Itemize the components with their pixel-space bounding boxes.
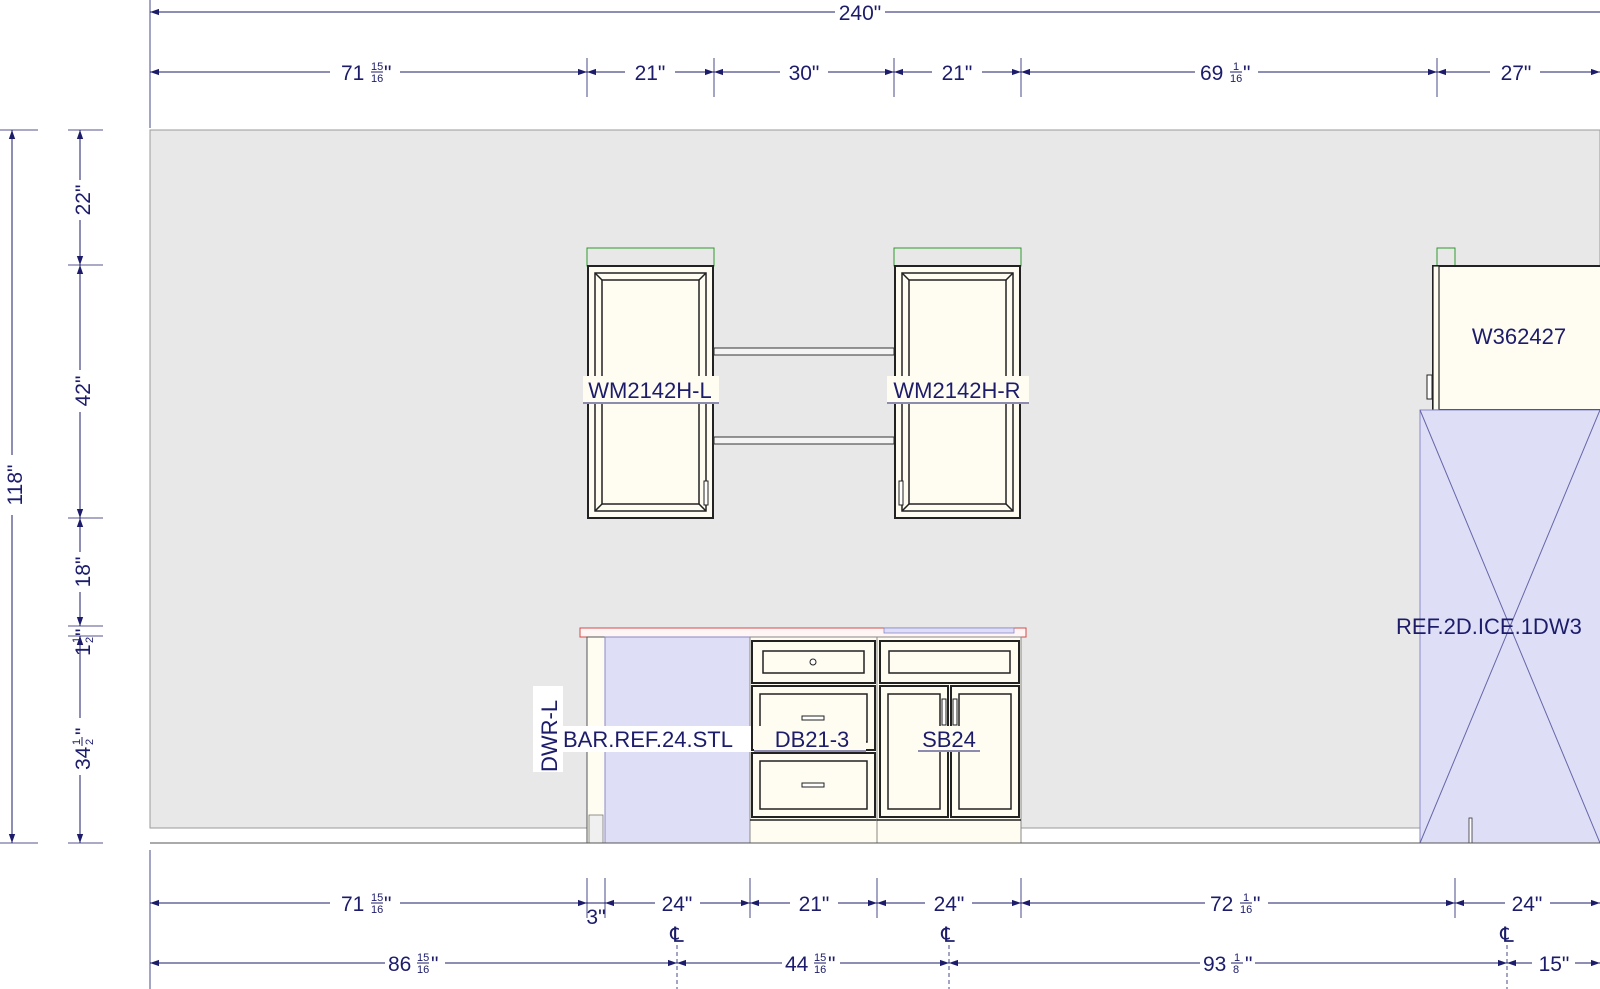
bottom-dim-2: 3"	[586, 906, 605, 929]
top-dim-1-den: 16	[371, 73, 383, 85]
bottom2-dim-2-den: 16	[814, 964, 826, 976]
left-dimension-column: 22" 42" 18" 1 1 2 " 34 1 2 "	[68, 129, 103, 844]
left-dim-5-den: 2	[84, 739, 96, 745]
refrigerator-label: REF.2D.ICE.1DW3	[1396, 614, 1582, 639]
bottom2-dim-3-whole: 93	[1203, 953, 1226, 976]
svg-text:": "	[828, 953, 835, 976]
bottom2-dim-4: 15"	[1539, 953, 1570, 976]
overall-width-dimension: 240"	[149, 0, 1600, 128]
bottom-dim-7: 24"	[1512, 893, 1543, 916]
sb-label-bg	[918, 726, 980, 752]
centerline-symbol-3: ℄	[1499, 924, 1514, 947]
bottom2-dim-1-num: 15	[417, 952, 429, 964]
bottom-dimension-row-1: 71 15 16 " 3" 24" 21" 24" 72 1 16 " 24" …	[150, 878, 1600, 947]
bottom-dim-1-den: 16	[371, 904, 383, 916]
wall-cabinet-left[interactable]: WM2142H-L	[583, 247, 719, 519]
db-label-bg	[754, 726, 866, 752]
left-dim-5-whole: 34	[72, 746, 95, 770]
top-dim-2: 21"	[635, 62, 666, 85]
svg-text:": "	[384, 62, 391, 85]
left-dim-1: 22"	[72, 185, 95, 216]
bottom2-dim-2-whole: 44	[785, 953, 809, 976]
bottom-dim-1-num: 15	[371, 892, 383, 904]
svg-text:": "	[431, 953, 438, 976]
bottom-dim-1-whole: 71	[341, 893, 364, 916]
bottom2-dim-2-num: 15	[814, 952, 826, 964]
top-dim-1-num: 15	[371, 61, 383, 73]
top-dim-6: 27"	[1501, 62, 1532, 85]
svg-text:": "	[72, 629, 95, 636]
centerline-symbol-1: ℄	[669, 924, 684, 947]
bottom2-dim-3-den: 8	[1233, 964, 1239, 976]
left-dim-4-num: 1	[71, 637, 83, 643]
top-dim-5-den: 16	[1230, 73, 1242, 85]
top-dim-5-whole: 69	[1200, 62, 1223, 85]
bottom2-dim-3-num: 1	[1234, 952, 1240, 964]
wall-cabinet-far-right-label: W362427	[1472, 324, 1566, 349]
top-dim-3: 30"	[789, 62, 820, 85]
bottom2-dim-1-whole: 86	[388, 953, 411, 976]
top-dim-4: 21"	[942, 62, 973, 85]
bottom-dim-6-num: 1	[1243, 892, 1249, 904]
refrigerator[interactable]: REF.2D.ICE.1DW3	[1396, 409, 1600, 844]
sb-label: SB24	[922, 727, 976, 752]
bottom-dim-3: 24"	[662, 893, 693, 916]
wall-cabinet-right[interactable]: WM2142H-R	[887, 247, 1029, 519]
dwr-label: DWR-L	[537, 700, 562, 772]
bottom-dim-4: 21"	[799, 893, 830, 916]
bar-ref-label: BAR.REF.24.STL	[563, 727, 733, 752]
overall-width-label: 240"	[839, 2, 882, 25]
wall-cabinet-left-label: WM2142H-L	[588, 378, 711, 403]
db-label: DB21-3	[775, 727, 850, 752]
overall-height-dimension: 118"	[0, 129, 38, 844]
bottom2-dim-1-den: 16	[417, 964, 429, 976]
bottom-dim-5: 24"	[934, 893, 965, 916]
wall-cabinet-right-label: WM2142H-R	[893, 378, 1020, 403]
left-dim-4-den: 2	[84, 637, 96, 643]
svg-text:": "	[1245, 953, 1252, 976]
svg-text:": "	[1243, 62, 1250, 85]
left-dim-2: 42"	[72, 376, 95, 407]
svg-text:": "	[72, 728, 95, 735]
bottom-dim-6-den: 16	[1240, 904, 1252, 916]
bar-ref-label-bg	[561, 726, 751, 752]
left-dim-5-num: 1	[71, 739, 83, 745]
overall-height-label: 118"	[4, 465, 27, 506]
dwr-label-box: DWR-L	[533, 686, 563, 772]
svg-text:": "	[384, 893, 391, 916]
top-dim-1-whole: 71	[341, 62, 364, 85]
centerline-symbol-2: ℄	[940, 924, 955, 947]
left-dim-3: 18"	[72, 557, 95, 588]
svg-text:": "	[1253, 893, 1260, 916]
top-dim-5-num: 1	[1233, 61, 1239, 73]
wall-cabinet-far-right[interactable]: W362427	[1426, 247, 1600, 411]
top-dimension-row: 71 15 16 " 21" 30" 21" 69 1 16 " 27"	[150, 58, 1600, 97]
countertop	[579, 627, 1027, 638]
left-dim-4-whole: 1	[72, 644, 95, 656]
bottom-dimension-row-2: 86 15 16 " 44 15 16 " 93 1 8 " 15"	[150, 945, 1600, 989]
bottom-dim-6-whole: 72	[1210, 893, 1233, 916]
